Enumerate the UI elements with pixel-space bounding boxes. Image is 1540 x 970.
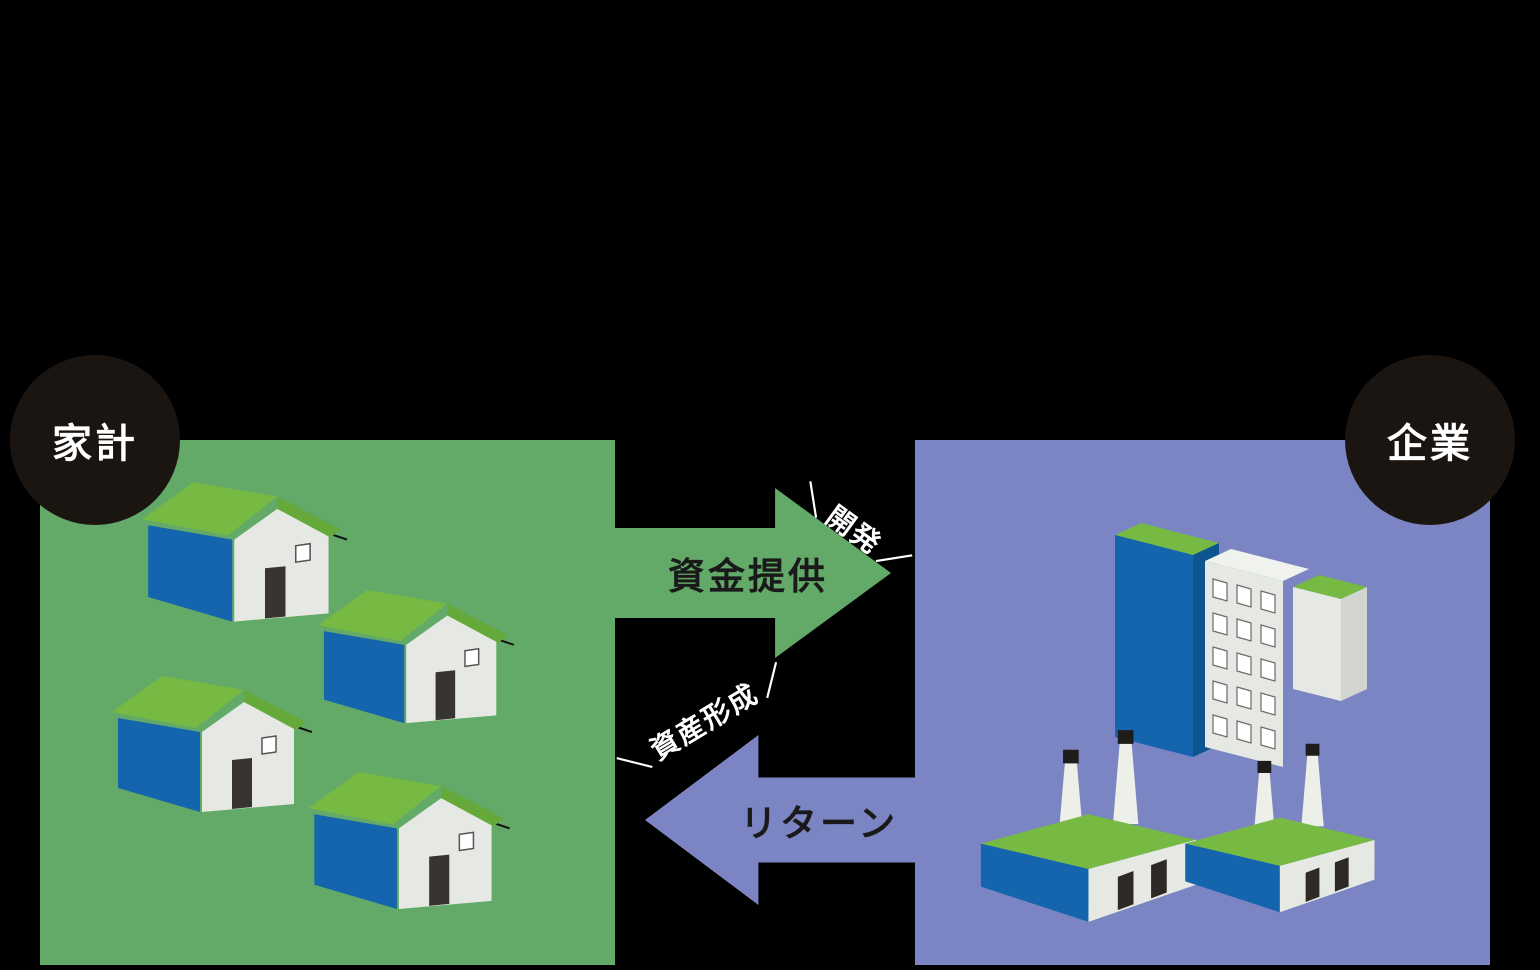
factory-icon [1180,742,1378,914]
house-icon [318,590,514,732]
house-icon [142,482,347,631]
company-label: 企業 [1387,422,1473,466]
return-arrow-label: リターン [740,803,899,844]
tower-front [1115,535,1193,757]
office-roof [1205,549,1309,581]
cube-roof [1293,575,1367,599]
blue-tower [1115,523,1219,757]
cube-side [1341,587,1367,701]
green-roof-cube [1293,575,1367,701]
tower-roof [1115,523,1219,555]
funding-arrow-label: 資金提供 [668,556,828,597]
white-office [1205,549,1309,767]
company-node: 企業 [1345,355,1515,525]
cube-front [1293,587,1341,701]
house-icon [308,772,510,918]
house-icon [112,676,312,821]
return-arrow: リターン [645,735,915,905]
household-label: 家計 [52,422,138,466]
household-node: 家計 [10,355,180,525]
asset-building-tag: ＼資産形成／ [608,652,800,789]
office-buildings-icon [1115,523,1367,767]
factory-icon [975,728,1200,924]
